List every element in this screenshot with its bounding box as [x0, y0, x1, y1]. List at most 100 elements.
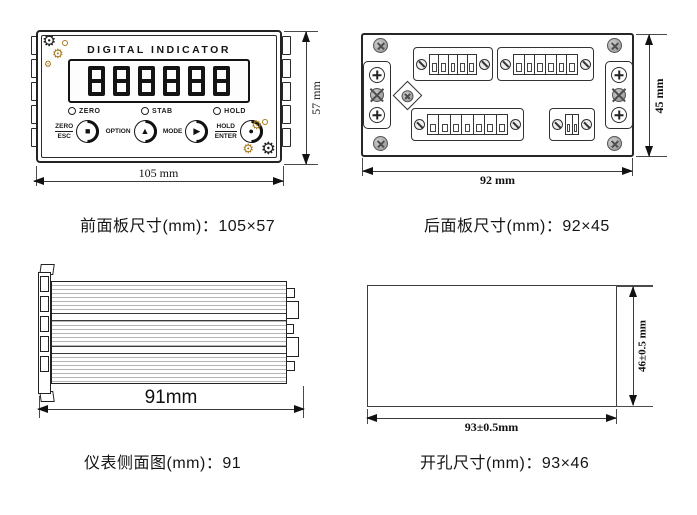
dimension-line: [633, 287, 634, 405]
slot-screw-icon: [414, 119, 425, 130]
arrow-right-icon: [294, 405, 305, 413]
cutout-rectangle: [367, 285, 617, 407]
dimension-width-93: 93±0.5mm: [366, 405, 617, 434]
led-dot-icon: [141, 107, 150, 115]
led-label: STAB: [152, 107, 173, 115]
slot-screw-icon: [510, 119, 521, 130]
slot-screw-icon: [580, 58, 591, 70]
arrow-up-icon: [302, 31, 310, 42]
phillips-screw-icon: [369, 67, 385, 83]
arrow-left-icon: [33, 177, 44, 185]
terminal-slot: [567, 55, 577, 74]
mounting-ear-left: [363, 61, 391, 129]
notch: [40, 316, 49, 332]
terminal-block-bottom-right: [549, 108, 595, 141]
extension-line: [36, 166, 37, 186]
screw-icon: [612, 88, 626, 102]
dimension-height-45: 45 mm: [642, 34, 666, 157]
terminal-slot: [430, 54, 440, 74]
slot-screw-icon: [581, 119, 592, 130]
screw-icon: [373, 38, 388, 53]
extension-line: [303, 386, 304, 418]
arrow-down-icon: [629, 395, 637, 406]
screw-icon: [373, 136, 388, 151]
dimension-line: [306, 32, 307, 164]
gear-icon: ⚙: [242, 141, 254, 156]
square-button-icon: ■: [71, 115, 104, 148]
side-bezel: [38, 272, 51, 394]
arrow-down-icon: [302, 154, 310, 165]
gear-icon: ⚙: [44, 59, 53, 69]
button-label: ZERO ESC: [55, 123, 74, 140]
back-panel-caption: 后面板尺寸(mm)：92×45: [424, 218, 610, 235]
decorative-dot: [262, 119, 268, 125]
up-arrow-button-icon: ▲: [128, 115, 162, 148]
notch: [282, 82, 291, 101]
side-housing: [51, 281, 287, 384]
arrow-up-icon: [645, 34, 653, 45]
led-label: ZERO: [79, 107, 101, 115]
button-row: ZERO ESC ■ OPTION: [42, 115, 276, 148]
led-zero: ZERO: [68, 107, 100, 115]
mounting-ear-right: [605, 61, 633, 129]
slot-screw-icon: [500, 58, 511, 70]
seven-segment-digit: [163, 66, 180, 96]
notch: [282, 105, 291, 124]
led-dot-icon: [68, 107, 76, 115]
front-panel-face: ⚙ ⚙ ⚙ ⚙ ⚙ ⚙ DIGITAL INDICATOR ZERO: [41, 35, 277, 158]
button-label: HOLD ENTER: [214, 123, 237, 140]
dimension-line: [34, 181, 283, 182]
screw-icon: [370, 88, 384, 102]
terminal-strip: [513, 53, 578, 75]
terminal-block-top-right: [497, 47, 594, 81]
terminal-slot: [449, 54, 459, 74]
gear-icon: ⚙: [42, 35, 57, 50]
seven-segment-digit: [113, 66, 130, 96]
dimension-width-105: 105 mm: [33, 167, 284, 194]
slot-screw-icon: [416, 58, 427, 70]
dimension-label: 46±0.5 mm: [636, 320, 649, 372]
notch: [282, 59, 291, 78]
front-panel-caption: 前面板尺寸(mm)：105×57: [80, 218, 276, 235]
mode-button: MODE ▶: [163, 115, 214, 148]
housing-band: [52, 346, 286, 354]
seven-segment-digit: [213, 66, 230, 96]
arrow-left-icon: [366, 414, 377, 422]
led-hold: HOLD: [213, 107, 246, 115]
phillips-screw-icon: [611, 107, 627, 123]
arrow-up-icon: [629, 286, 637, 297]
dimension-line: [649, 35, 650, 156]
dimension-label: 92 mm: [480, 173, 515, 187]
notch: [40, 296, 49, 312]
arrow-right-icon: [273, 177, 284, 185]
terminal-strip: [429, 53, 477, 75]
button-label: OPTION: [105, 127, 131, 135]
arrow-down-icon: [645, 146, 653, 157]
front-panel-bezel: ⚙ ⚙ ⚙ ⚙ ⚙ ⚙ DIGITAL INDICATOR ZERO: [36, 30, 282, 163]
led-dot-icon: [213, 107, 222, 115]
notch: [40, 356, 49, 372]
seven-segment-display: [68, 59, 250, 103]
hold-enter-button: HOLD ENTER ●: [214, 115, 268, 148]
dimension-label: 93±0.5mm: [464, 420, 519, 434]
dimension-width-92: 92 mm: [362, 158, 633, 187]
arrow-left-icon: [37, 405, 48, 413]
phillips-screw-icon: [369, 107, 385, 123]
terminal-slot: [514, 54, 525, 74]
terminal-slot: [525, 54, 536, 74]
rear-tab: [286, 324, 294, 334]
cutout-caption: 开孔尺寸(mm)：93×46: [420, 455, 590, 472]
screw-icon: [607, 38, 622, 53]
device-title: DIGITAL INDICATOR: [87, 44, 231, 56]
terminal-block-bottom-left: [411, 108, 524, 141]
terminal-slot: [485, 115, 497, 134]
extension-line: [284, 164, 318, 165]
dimension-label: 91mm: [144, 387, 198, 408]
terminal-block-top-left: [413, 47, 493, 81]
mounting-notches-right: [282, 36, 291, 147]
gear-icon: ⚙: [251, 118, 262, 132]
dimension-line: [38, 409, 304, 410]
dot-button-icon: ●: [235, 115, 268, 148]
terminal-slot: [497, 115, 507, 134]
